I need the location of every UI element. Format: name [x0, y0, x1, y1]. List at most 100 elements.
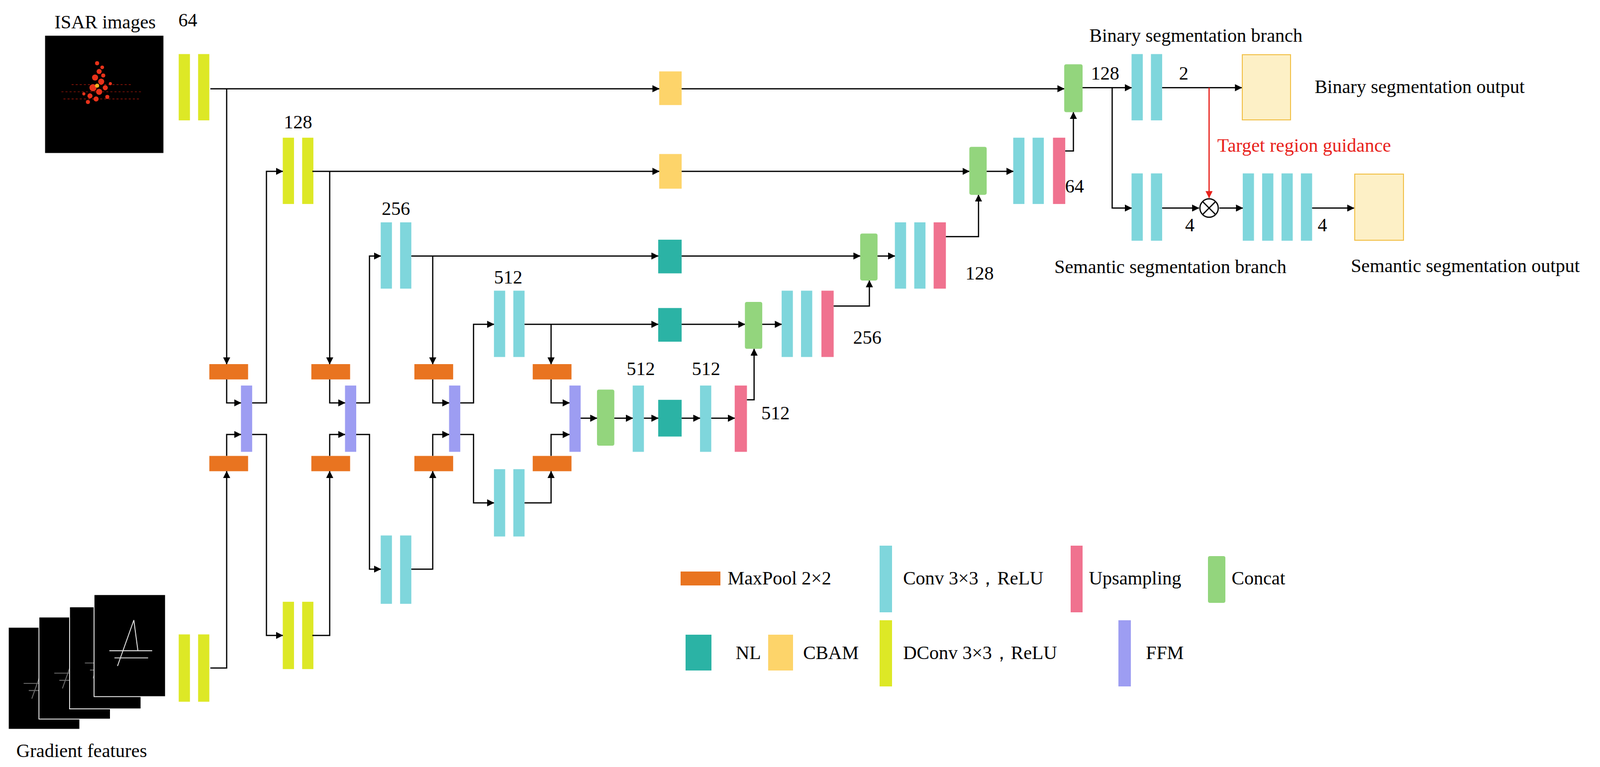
legend-swatch: [680, 571, 721, 587]
cbam-block: [659, 71, 682, 106]
flow-arrow: [681, 417, 700, 419]
legend-swatch: [879, 545, 893, 612]
conv-block: [1242, 173, 1255, 241]
flow-arrow: [614, 417, 633, 419]
flow-arrow: [411, 255, 659, 257]
flow-arrow: [329, 434, 346, 457]
conv-block: [914, 222, 926, 289]
upsampling-block: [1053, 137, 1066, 204]
flow-arrow: [225, 88, 227, 365]
guidance-label: Target region guidance: [1217, 135, 1392, 157]
conv-block: [1262, 173, 1274, 241]
concat-block: [1064, 64, 1083, 112]
isar-scatter: [95, 61, 100, 66]
flow-arrow: [1208, 87, 1210, 198]
channel-count: 256: [853, 327, 882, 349]
channel-count: 512: [494, 267, 523, 289]
maxpool-block: [311, 364, 351, 380]
cbam-block: [659, 154, 682, 190]
flow-arrow: [432, 434, 450, 457]
flow-arrow: [460, 324, 495, 403]
flow-arrow: [210, 88, 660, 90]
dconv-block: [282, 601, 295, 670]
isar-clutter: [63, 98, 142, 100]
upsampling-block: [734, 385, 748, 452]
conv-block: [1150, 173, 1163, 241]
maxpool-block: [209, 364, 249, 380]
isar-scatter: [92, 74, 99, 81]
concat-block: [597, 389, 615, 446]
flow-arrow: [681, 255, 861, 257]
flow-arrow: [524, 323, 659, 325]
branch-label: Semantic segmentation branch: [1054, 256, 1287, 278]
channel-count: 512: [761, 402, 790, 424]
isar-scatter: [105, 95, 110, 100]
legend-text: NL: [735, 642, 762, 664]
legend-swatch: [768, 634, 793, 671]
conv-block: [781, 290, 794, 357]
channel-count: 4: [1317, 214, 1328, 236]
flow-arrow: [833, 280, 870, 306]
output-box: Binary segmentation output: [1241, 54, 1291, 121]
channel-count: 64: [1065, 176, 1085, 198]
conv-block: [513, 469, 525, 537]
flow-arrow: [1065, 112, 1074, 152]
conv-block: [380, 222, 393, 289]
flow-arrow: [1082, 87, 1132, 89]
conv-block: [800, 290, 813, 357]
flow-arrow: [460, 434, 495, 503]
flow-arrow: [1311, 207, 1354, 209]
legend-swatch: [1207, 556, 1226, 603]
isar-scatter: [96, 68, 102, 74]
channel-count: 512: [626, 359, 656, 381]
flow-arrow: [210, 471, 227, 669]
dconv-block: [178, 634, 191, 702]
node-label: Gradient features: [16, 740, 148, 762]
isar-scatter: [108, 82, 112, 86]
ffm-block: [449, 385, 461, 452]
isar-image: [45, 35, 164, 154]
isar-scatter: [93, 96, 99, 102]
flow-arrow: [681, 88, 1065, 90]
concat-block: [860, 233, 878, 281]
conv-block: [400, 535, 412, 604]
conv-block: [1013, 137, 1025, 204]
flow-arrow: [329, 379, 346, 403]
maxpool-block: [532, 364, 572, 380]
flow-arrow: [252, 171, 284, 403]
flow-arrow: [312, 170, 660, 172]
conv-block: [494, 469, 506, 537]
conv-block: [513, 290, 525, 357]
flow-arrow: [1162, 87, 1242, 89]
multiply-symbol: [1200, 199, 1219, 218]
channel-count: 256: [381, 199, 410, 220]
upsampling-block: [933, 222, 947, 289]
flow-arrow: [328, 171, 330, 365]
upsampling-block: [821, 290, 834, 357]
maxpool-block: [209, 456, 249, 472]
flow-arrow: [643, 417, 659, 419]
nl-block: [658, 239, 682, 274]
isar-image-node: ISAR images: [44, 35, 164, 154]
flow-arrow: [746, 348, 754, 400]
flow-arrow: [1219, 207, 1243, 209]
conv-block: [895, 222, 907, 289]
dconv-block: [301, 137, 314, 204]
flow-arrow: [580, 417, 598, 419]
legend-text: MaxPool 2×2: [727, 568, 831, 590]
flow-arrow: [762, 323, 782, 325]
isar-scatter: [82, 92, 86, 96]
flow-arrow: [1111, 87, 1132, 208]
dconv-block: [282, 137, 295, 204]
legend-swatch: [879, 620, 893, 687]
channel-count: 128: [965, 263, 994, 285]
dconv-block: [301, 601, 314, 670]
flow-arrow: [681, 170, 970, 172]
concat-block: [744, 301, 763, 349]
legend-text: Conv 3×3，ReLU: [902, 568, 1044, 590]
isar-scatter: [98, 78, 104, 85]
flow-arrow: [551, 379, 570, 403]
ffm-block: [344, 385, 357, 452]
